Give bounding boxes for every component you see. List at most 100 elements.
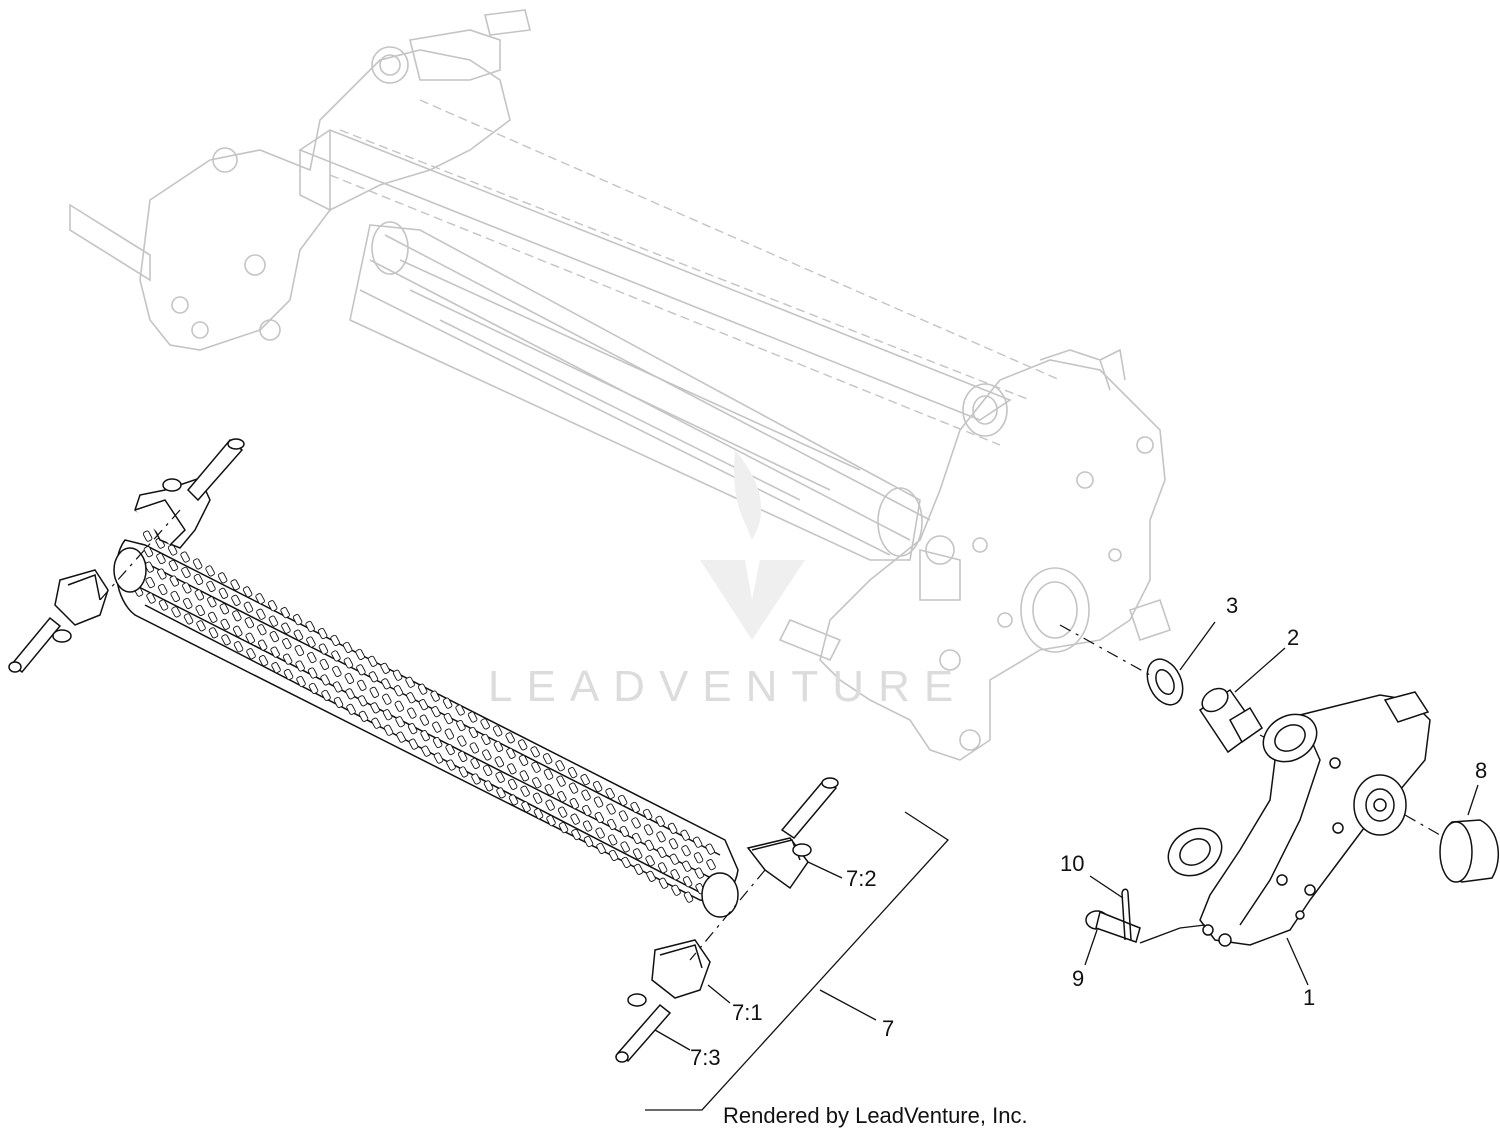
bristle (633, 863, 644, 875)
bristle (532, 792, 543, 804)
callout-2: 2 (1287, 625, 1300, 650)
bristle (208, 627, 219, 639)
bristle (630, 801, 640, 813)
bristle (568, 782, 579, 794)
bristle (270, 646, 280, 658)
bristle (431, 706, 441, 718)
bristle (420, 730, 430, 742)
bristle (418, 699, 429, 711)
bristle (446, 759, 456, 771)
bristle (632, 848, 643, 860)
bristle (168, 559, 179, 572)
bristle (506, 747, 516, 759)
bristle (307, 667, 318, 679)
bristle (593, 796, 604, 808)
bristle (367, 655, 378, 667)
bristle (442, 697, 453, 709)
bristle (495, 771, 505, 783)
bristle (658, 877, 669, 889)
cap-part-8 (1404, 814, 1499, 883)
bristle (382, 709, 393, 721)
bristle (432, 721, 442, 733)
bristle (481, 733, 491, 745)
bristle (205, 565, 215, 577)
bristle (246, 648, 256, 660)
bristle (458, 766, 469, 778)
callout-7-3: 7:3 (690, 1045, 721, 1070)
bristle (657, 862, 668, 874)
leader-lines (645, 621, 1479, 1111)
bristle (330, 634, 340, 646)
bristle (632, 832, 642, 844)
bristle (694, 867, 705, 879)
bristle (358, 710, 369, 722)
bristle (508, 794, 519, 806)
bristle (671, 884, 681, 896)
bristle (569, 798, 580, 810)
bristle (670, 869, 680, 881)
bristle (430, 690, 440, 702)
bristle (557, 806, 568, 818)
bristle (643, 824, 654, 836)
bristle (492, 725, 503, 737)
bristle (618, 810, 629, 822)
bristle (381, 678, 391, 690)
bristle (232, 610, 242, 622)
bristle (332, 665, 342, 677)
bristle (193, 573, 204, 585)
bristle (583, 835, 594, 848)
bristle (169, 575, 180, 587)
bristle (371, 717, 381, 729)
bristle (468, 726, 479, 738)
bristle (519, 770, 530, 782)
bristle (681, 845, 691, 857)
bristle (321, 689, 331, 701)
bristle (357, 679, 367, 691)
bristle (405, 676, 415, 688)
washer-part-3 (1146, 658, 1184, 706)
bristle (332, 681, 343, 693)
bristle (594, 811, 605, 824)
bristle (645, 855, 655, 867)
bristle (194, 589, 205, 601)
bristle (505, 732, 515, 744)
bristle (218, 587, 229, 599)
bristle (233, 641, 244, 653)
bristle (605, 787, 615, 800)
gearbox-housing-part-1 (1167, 691, 1431, 947)
bristle (507, 763, 517, 775)
render-credit: Rendered by LeadVenture, Inc. (723, 1103, 1028, 1128)
bristle (556, 775, 566, 787)
bristle (493, 740, 504, 752)
bristle (320, 674, 330, 686)
bristle (693, 852, 704, 864)
pin-part-9 (1085, 910, 1141, 943)
bristle (267, 600, 278, 612)
roller-brush (113, 530, 739, 918)
bristle (282, 653, 293, 665)
bristle (255, 593, 265, 605)
watermark-logo-mark (700, 450, 805, 640)
bristle (383, 724, 394, 736)
bristle (471, 773, 481, 785)
reel-frame-ghost (69, 9, 1172, 761)
bristle (592, 780, 603, 793)
bristle (396, 731, 406, 743)
bristle (143, 546, 154, 558)
bristle (256, 608, 266, 620)
bristle (158, 599, 169, 611)
bristle (667, 822, 678, 834)
bristle (156, 552, 166, 565)
bristle (642, 808, 653, 820)
bristle (444, 728, 455, 740)
callout-10: 10 (1060, 851, 1085, 876)
bristle (232, 625, 243, 637)
right-roller-bracket (615, 777, 839, 1063)
bristle (518, 754, 529, 766)
bristle (345, 688, 355, 700)
bristle (282, 638, 292, 650)
bristle (655, 815, 665, 827)
bristle (517, 739, 528, 751)
cotter-pin-part-10 (1121, 888, 1132, 941)
